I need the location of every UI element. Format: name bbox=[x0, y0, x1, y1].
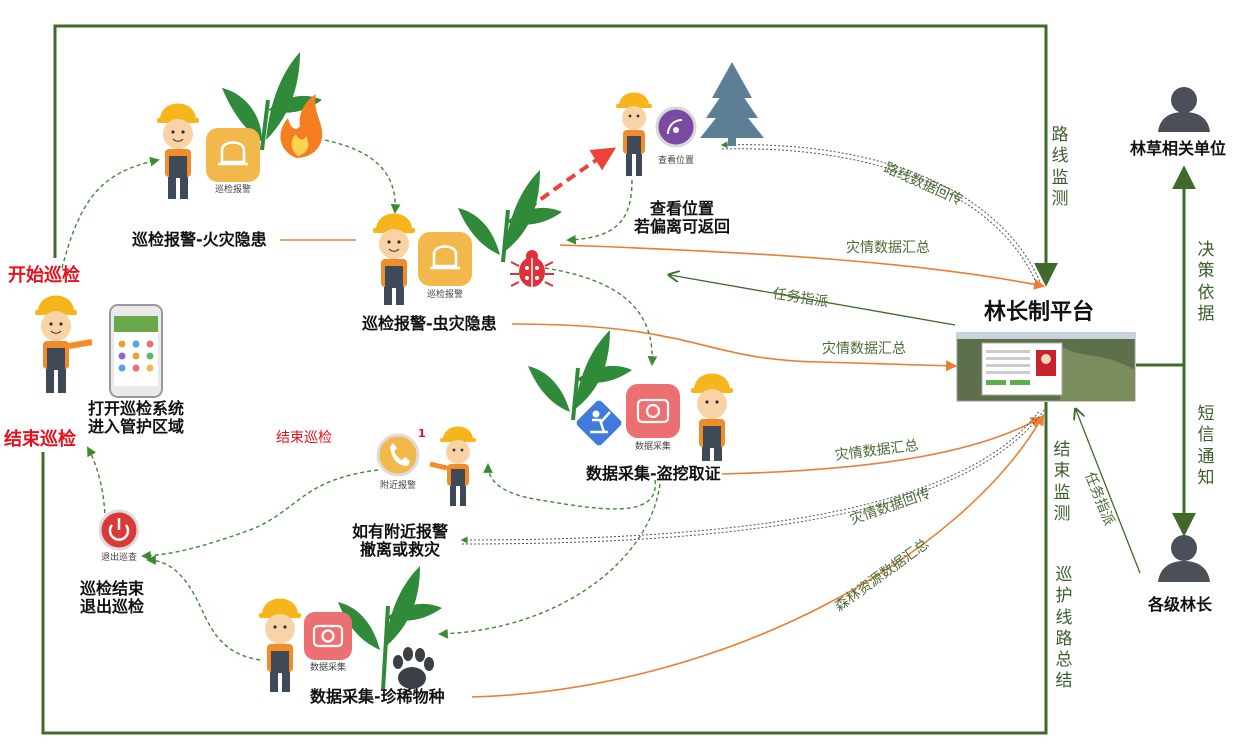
worker-nearby bbox=[429, 426, 476, 506]
nearby-badge: 1 bbox=[418, 427, 426, 440]
end-patrol-tag: 结束巡检 bbox=[276, 430, 332, 446]
worker-start bbox=[35, 295, 93, 393]
start-patrol-label: 开始巡检 bbox=[8, 265, 80, 286]
pest-alarm-icon-text: 巡检报警 bbox=[426, 290, 463, 300]
red-dashed-arrow bbox=[513, 147, 617, 220]
pine-tree-icon bbox=[700, 62, 764, 146]
rare-icon-text: 数据采集 bbox=[309, 663, 346, 673]
platform-screenshot bbox=[956, 332, 1136, 402]
camera-icon-digging bbox=[626, 384, 680, 438]
digging-icon-text: 数据采集 bbox=[634, 442, 671, 452]
agency-label: 林草相关单位 bbox=[1130, 139, 1227, 158]
fire-alarm-icon-text: 巡检报警 bbox=[214, 185, 251, 195]
phone-alarm-icon bbox=[376, 433, 420, 477]
plant-rare bbox=[338, 566, 442, 691]
dig-icon bbox=[576, 400, 622, 446]
disaster-summary-label-1: 灾情数据汇总 bbox=[846, 240, 930, 256]
chief-person-icon bbox=[1158, 535, 1210, 582]
location-title: 查看位置 若偏离可返回 bbox=[634, 199, 731, 237]
fire-alarm-title: 巡检报警-火灾隐患 bbox=[132, 230, 267, 249]
patrol-summary-label: 巡护线路总结 bbox=[1055, 565, 1073, 692]
outer-frame bbox=[41, 24, 1058, 735]
power-icon bbox=[98, 509, 140, 551]
camera-icon-rare bbox=[304, 612, 352, 660]
chiefs-label: 各级林长 bbox=[1148, 595, 1213, 614]
alarm-icon-fire bbox=[206, 128, 260, 182]
sms-notify-label: 短信通知 bbox=[1197, 404, 1215, 488]
rare-species-title: 数据采集-珍稀物种 bbox=[310, 687, 445, 706]
pest-alarm-title: 巡检报警-虫灾隐患 bbox=[362, 314, 497, 333]
platform-title: 林长制平台 bbox=[984, 300, 1095, 325]
plant-digging bbox=[528, 330, 632, 421]
nearby-alarm-title: 如有附近报警 撤离或救灾 bbox=[352, 522, 449, 560]
disaster-summary-label-2: 灾情数据汇总 bbox=[822, 341, 906, 357]
exit-icon-text: 退出巡查 bbox=[100, 553, 137, 563]
right-connector bbox=[1136, 165, 1196, 537]
worker-pest bbox=[373, 213, 415, 305]
fire-icon bbox=[280, 94, 323, 158]
orange-flow-lines bbox=[280, 239, 1046, 698]
route-monitor-label: 路线监测 bbox=[1051, 125, 1069, 209]
decision-basis-label: 决策依据 bbox=[1197, 240, 1215, 324]
satellite-icon bbox=[655, 106, 697, 148]
nearby-icon-text: 附近报警 bbox=[379, 481, 416, 491]
exit-patrol-title: 巡检结束 退出巡检 bbox=[80, 579, 145, 617]
phone-app-icon bbox=[109, 304, 163, 398]
alarm-icon-pest bbox=[418, 232, 472, 286]
paw-icon bbox=[393, 647, 434, 689]
worker-digging bbox=[691, 373, 733, 461]
worker-fire bbox=[157, 103, 199, 199]
plant-pest bbox=[458, 170, 562, 263]
end-patrol-label: 结束巡检 bbox=[4, 429, 76, 450]
return-lines bbox=[460, 141, 1045, 545]
green-flow-arrows bbox=[61, 139, 661, 661]
worker-rare bbox=[259, 598, 301, 692]
digging-title: 数据采集-盗挖取证 bbox=[586, 464, 721, 483]
end-monitor-label: 结束监测 bbox=[1053, 440, 1071, 524]
agency-person-icon bbox=[1158, 87, 1210, 132]
worker-location bbox=[616, 92, 652, 176]
task-lines bbox=[670, 275, 1141, 574]
location-icon-text: 查看位置 bbox=[657, 156, 694, 166]
open-system-label: 打开巡检系统 进入管护区域 bbox=[88, 399, 185, 437]
bug-icon bbox=[510, 250, 554, 287]
